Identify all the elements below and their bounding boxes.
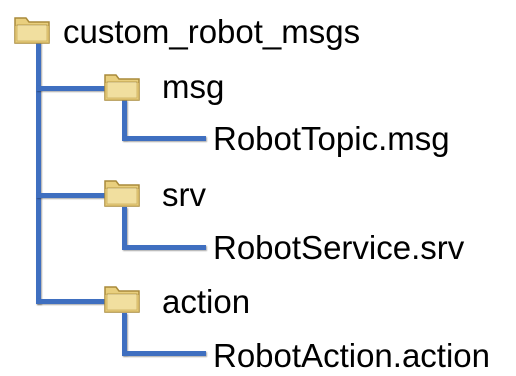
- file-msg-label: RobotTopic.msg: [213, 120, 450, 157]
- folder-action-label: action: [162, 283, 251, 320]
- file-vertical-line-msg: [122, 100, 127, 140]
- folder-msg-label: msg: [162, 68, 225, 105]
- root-folder-icon: [14, 14, 50, 44]
- file-horizontal-line-action: [122, 351, 206, 356]
- folder-srv-label: srv: [162, 176, 206, 213]
- branch-line-action: [36, 299, 108, 304]
- file-horizontal-line-msg: [122, 136, 206, 141]
- file-vertical-line-action: [122, 313, 127, 355]
- folder-srv-icon: [104, 177, 140, 207]
- branch-line-msg: [36, 86, 108, 91]
- file-horizontal-line-srv: [122, 245, 206, 250]
- root-folder-label: custom_robot_msgs: [63, 13, 361, 50]
- folder-msg-icon: [104, 71, 140, 101]
- file-srv-label: RobotService.srv: [213, 229, 465, 266]
- folder-action-icon: [104, 283, 140, 313]
- root-trunk-line: [36, 42, 41, 304]
- file-vertical-line-srv: [122, 207, 127, 248]
- branch-line-srv: [36, 193, 108, 198]
- file-action-label: RobotAction.action: [213, 337, 491, 374]
